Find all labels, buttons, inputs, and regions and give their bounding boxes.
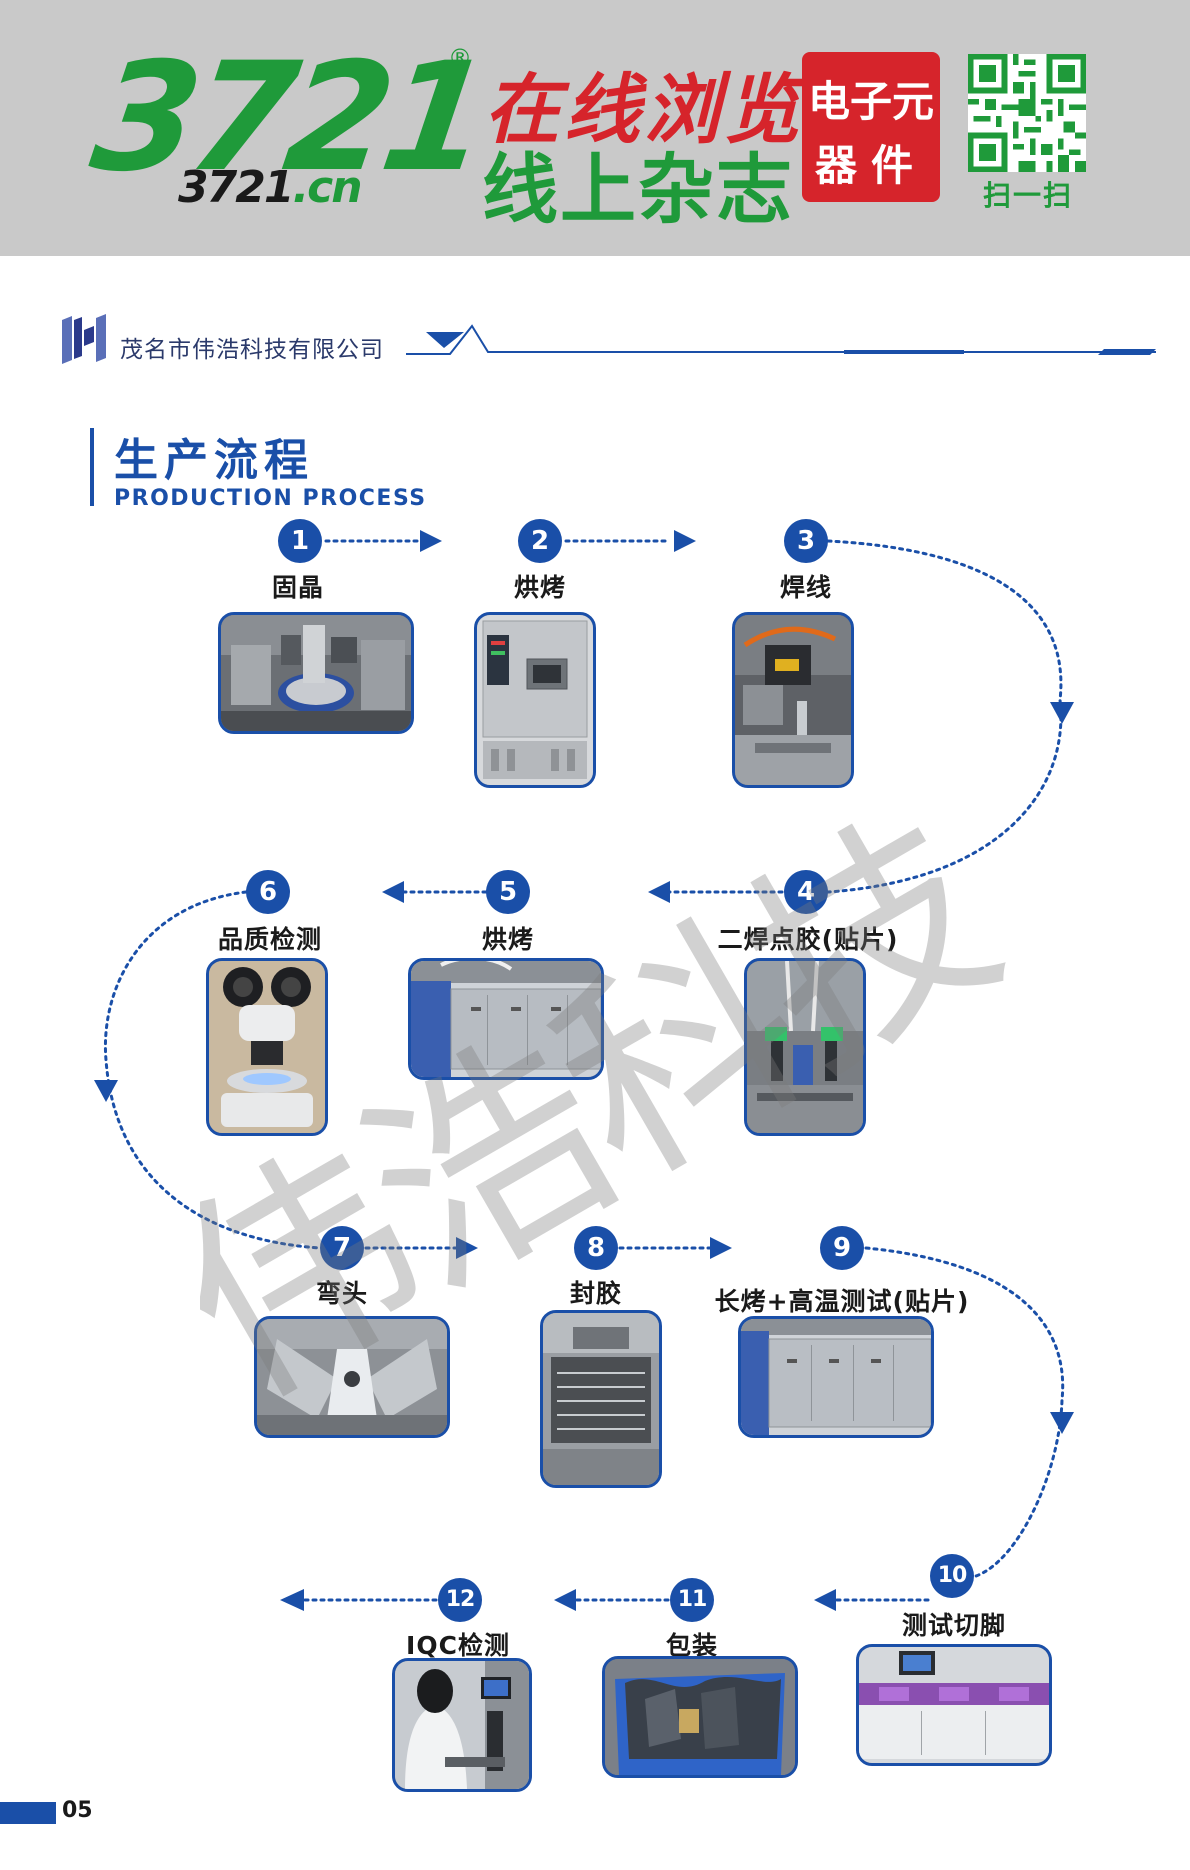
step-label-9: 长烤+高温测试(贴片) bbox=[714, 1287, 970, 1316]
section-subtitle: PRODUCTION PROCESS bbox=[114, 486, 427, 511]
step-photo-3 bbox=[732, 612, 854, 788]
step-label-8: 封胶 bbox=[569, 1279, 623, 1308]
logo-domain-number: 3721 bbox=[178, 162, 294, 213]
step-photo-1 bbox=[218, 612, 414, 734]
step-label-4: 二焊点胶(贴片) bbox=[717, 925, 899, 954]
step-label-2: 烘烤 bbox=[513, 573, 567, 602]
company-name: 茂名市伟浩科技有限公司 bbox=[120, 337, 384, 363]
arrow-down-icon bbox=[94, 1080, 118, 1102]
page-number: 05 bbox=[62, 1798, 93, 1823]
registered-mark: ® bbox=[448, 44, 472, 72]
arrow-right-icon bbox=[456, 1237, 478, 1259]
step-number-9: 9 bbox=[820, 1226, 864, 1270]
step-photo-11 bbox=[602, 1656, 798, 1778]
arrow-left-icon bbox=[554, 1589, 576, 1611]
step-number-2: 2 bbox=[518, 519, 562, 563]
step-photo-10 bbox=[856, 1644, 1052, 1766]
arrow-right-icon bbox=[420, 530, 442, 552]
step-label-5: 烘烤 bbox=[481, 925, 535, 954]
step-number-7: 7 bbox=[320, 1226, 364, 1270]
slogan-online-browse: 在线浏览 bbox=[484, 65, 804, 154]
step-number-11: 11 bbox=[670, 1578, 714, 1622]
arrow-down-icon bbox=[1050, 1412, 1074, 1434]
section-title: 生产流程 bbox=[114, 435, 314, 486]
step-label-10: 测试切脚 bbox=[901, 1611, 1007, 1640]
scan-label: 扫一扫 bbox=[982, 179, 1073, 212]
logo-domain: 3721.cn bbox=[178, 162, 363, 213]
step-number-10: 10 bbox=[930, 1554, 974, 1598]
arrow-right-icon bbox=[710, 1237, 732, 1259]
section-accent-bar bbox=[90, 428, 94, 506]
step-number-5: 5 bbox=[486, 870, 530, 914]
step-number-1: 1 bbox=[278, 519, 322, 563]
arrow-left-icon bbox=[648, 881, 670, 903]
step-photo-7 bbox=[254, 1316, 450, 1438]
slogan-online-magazine: 线上杂志 bbox=[482, 145, 794, 234]
step-number-3: 3 bbox=[784, 519, 828, 563]
step-number-6: 6 bbox=[246, 870, 290, 914]
arrow-right-icon bbox=[674, 530, 696, 552]
stamp-line2: 器件 bbox=[814, 141, 927, 190]
arrow-left-icon bbox=[382, 881, 404, 903]
stamp-line1: 电子元 bbox=[807, 77, 934, 126]
step-label-3: 焊线 bbox=[779, 573, 833, 602]
qr-code-icon[interactable] bbox=[968, 54, 1086, 172]
electronic-components-stamp: 电子元 器件 bbox=[802, 52, 940, 202]
arrow-left-icon bbox=[280, 1589, 304, 1611]
step-label-6: 品质检测 bbox=[217, 925, 323, 954]
logo-domain-tld: .cn bbox=[292, 162, 362, 213]
step-photo-6 bbox=[206, 958, 328, 1136]
step-photo-9 bbox=[738, 1316, 934, 1438]
step-label-11: 包装 bbox=[665, 1631, 719, 1660]
step-number-8: 8 bbox=[574, 1226, 618, 1270]
company-logo-icon bbox=[62, 314, 106, 364]
step-number-4: 4 bbox=[784, 870, 828, 914]
step-label-12: IQC检测 bbox=[406, 1631, 510, 1660]
step-label-1: 固晶 bbox=[271, 573, 325, 602]
header-decoration-line bbox=[406, 324, 1156, 355]
step-photo-2 bbox=[474, 612, 596, 788]
page-tab bbox=[0, 1802, 56, 1824]
step-label-7: 弯头 bbox=[315, 1279, 369, 1308]
step-photo-12 bbox=[392, 1658, 532, 1792]
arrow-down-icon bbox=[1050, 702, 1074, 724]
step-photo-5 bbox=[408, 958, 604, 1080]
step-photo-8 bbox=[540, 1310, 662, 1488]
step-photo-4 bbox=[744, 958, 866, 1136]
arrow-left-icon bbox=[814, 1589, 836, 1611]
step-number-12: 12 bbox=[438, 1578, 482, 1622]
magazine-banner: 3721 ® 3721.cn 在线浏览 线上杂志 电子元 器件 扫一扫 bbox=[0, 0, 1190, 256]
